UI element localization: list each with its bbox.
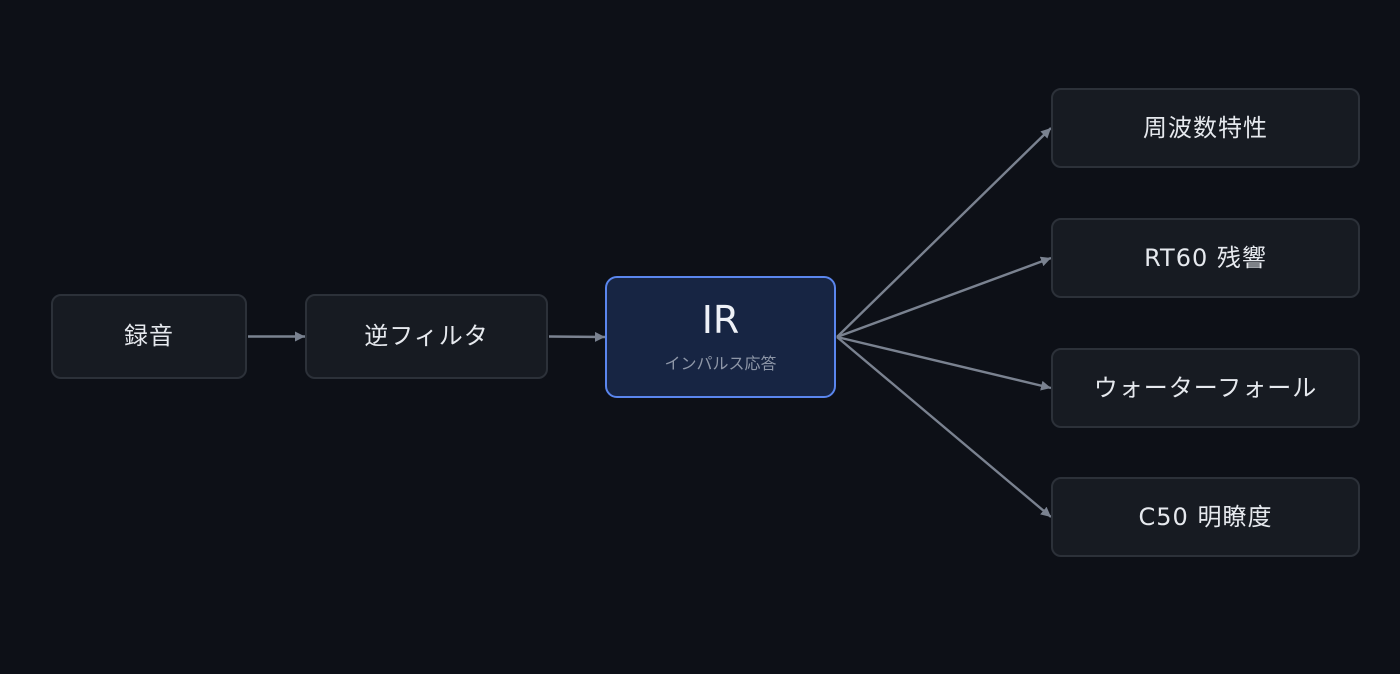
- node-recording-label: 録音: [124, 322, 174, 351]
- node-frequency-response[interactable]: 周波数特性: [1051, 88, 1360, 168]
- node-rt60-label: RT60 残響: [1144, 243, 1267, 272]
- node-c50-label: C50 明瞭度: [1138, 502, 1273, 531]
- node-c50[interactable]: C50 明瞭度: [1051, 477, 1360, 557]
- node-inverse-filter-label: 逆フィルタ: [364, 322, 489, 351]
- node-recording[interactable]: 録音: [51, 294, 247, 379]
- node-ir-sublabel: インパルス応答: [664, 353, 777, 373]
- node-ir-label: IR: [701, 298, 740, 343]
- node-frequency-response-label: 周波数特性: [1143, 113, 1268, 142]
- node-waterfall[interactable]: ウォーターフォール: [1051, 348, 1360, 428]
- node-ir[interactable]: IR インパルス応答: [605, 276, 836, 398]
- edge-ir-to-c50: [836, 336, 1052, 518]
- edge-ir-to-frequency-response: [836, 127, 1052, 338]
- node-waterfall-label: ウォーターフォール: [1093, 373, 1318, 402]
- edge-inverse-filter-to-ir: [548, 331, 606, 342]
- edge-ir-to-rt60: [836, 256, 1052, 339]
- edge-ir-to-waterfall: [836, 335, 1052, 391]
- node-rt60[interactable]: RT60 残響: [1051, 218, 1360, 298]
- node-inverse-filter[interactable]: 逆フィルタ: [305, 294, 548, 379]
